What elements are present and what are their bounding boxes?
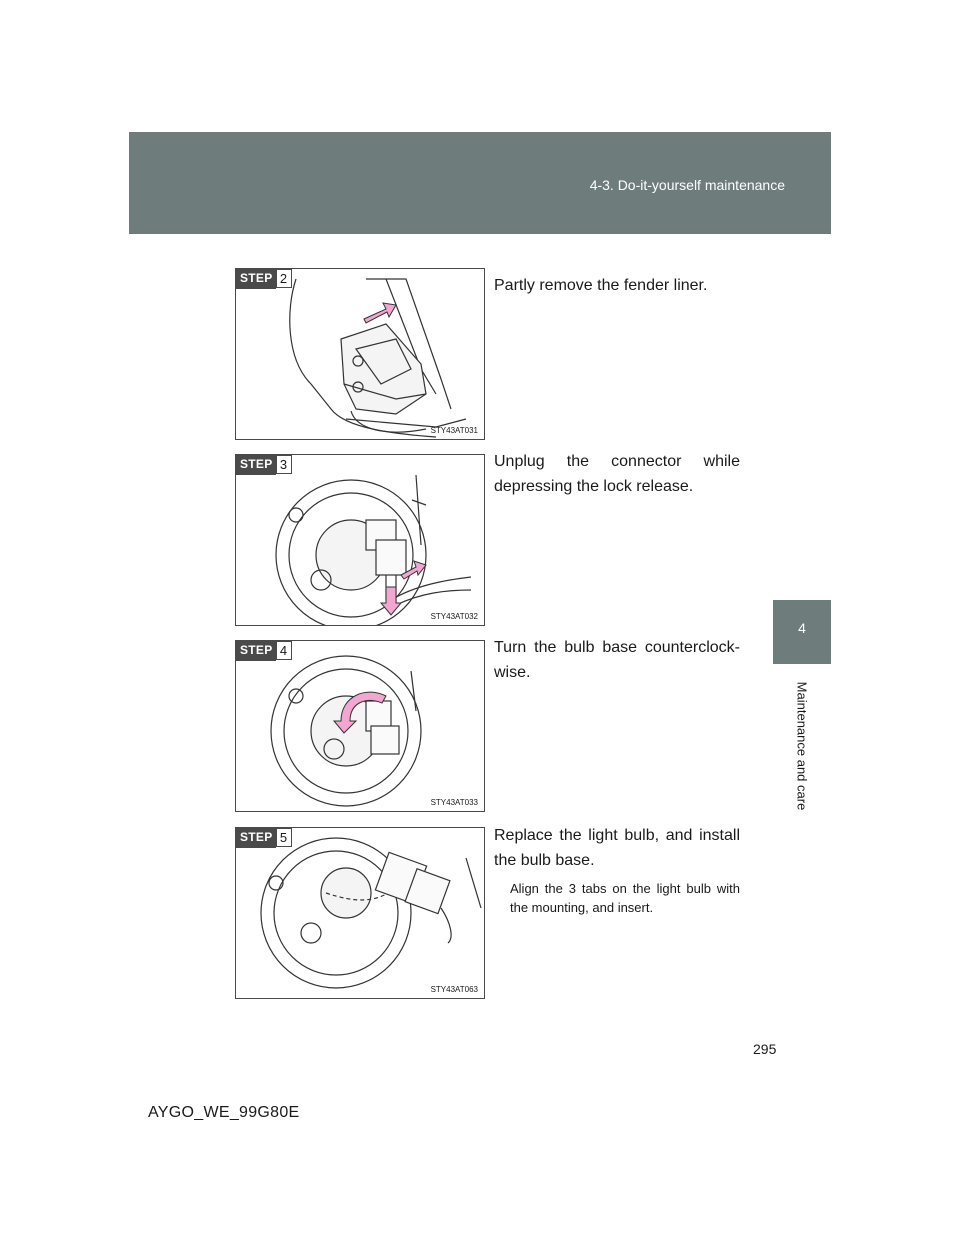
step-badge-label: STEP <box>236 641 276 661</box>
step-5-note: Align the 3 tabs on the light bulb with … <box>510 881 740 915</box>
chapter-label: Maintenance and care <box>794 681 810 811</box>
chapter-number: 4 <box>798 620 806 636</box>
step-2-figure: STEP 2 STY43AT031 <box>235 268 485 440</box>
step-badge-number: 3 <box>275 455 292 474</box>
header-band: 4-3. Do-it-yourself maintenance <box>129 132 831 234</box>
step-3-text: Unplug the connector while depressing th… <box>494 453 740 495</box>
chapter-tab: 4 <box>773 600 831 664</box>
step-4-text: Turn the bulb base counterclock-wise. <box>494 639 740 681</box>
step-badge-label: STEP <box>236 455 276 475</box>
step-4-figure: STEP 4 STY43AT033 <box>235 640 485 812</box>
fender-liner-illustration <box>289 278 467 438</box>
figure-code: STY43AT032 <box>430 612 478 621</box>
step-badge-number: 2 <box>275 269 292 288</box>
document-code: AYGO_WE_99G80E <box>148 1104 300 1121</box>
figure-code: STY43AT031 <box>430 426 478 435</box>
step-badge-number: 5 <box>275 828 292 847</box>
figure-code: STY43AT063 <box>430 985 478 994</box>
step-badge-number: 4 <box>275 641 292 660</box>
step-badge-label: STEP <box>236 269 276 289</box>
step-2-text: Partly remove the fender liner. <box>494 277 708 294</box>
step-badge-label: STEP <box>236 828 276 848</box>
step-badge: STEP 2 <box>236 269 292 289</box>
step-badge: STEP 5 <box>236 828 292 848</box>
connector-illustration <box>275 474 472 625</box>
bulb-base-turn-illustration <box>270 655 422 807</box>
bulb-install-illustration <box>260 837 482 989</box>
step-5-text: Replace the light bulb, and install the … <box>494 827 740 869</box>
step-badge: STEP 4 <box>236 641 292 661</box>
section-title: 4-3. Do-it-yourself maintenance <box>589 177 785 193</box>
step-badge: STEP 3 <box>236 455 292 475</box>
figure-code: STY43AT033 <box>430 798 478 807</box>
step-5-figure: STEP 5 STY43AT063 <box>235 827 485 999</box>
page-number: 295 <box>753 1041 777 1057</box>
step-3-figure: STEP 3 STY43AT032 <box>235 454 485 626</box>
